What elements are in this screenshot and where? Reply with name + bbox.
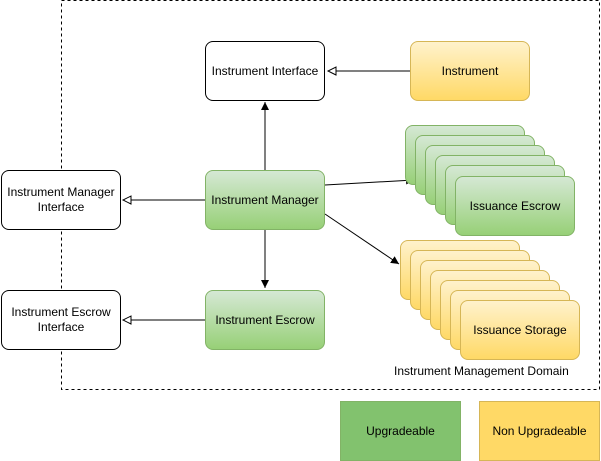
edge-manager-to-issuance-storage — [324, 213, 400, 265]
legend-upgradeable: Upgradeable — [340, 401, 461, 461]
legend-non-upgradeable: Non Upgradeable — [479, 401, 600, 461]
instrument-escrow-interface-node[interactable]: Instrument Escrow Interface — [1, 290, 121, 350]
domain-boundary — [61, 0, 600, 390]
issuance-storage-node[interactable]: Issuance Storage — [460, 300, 580, 360]
instrument-manager-interface-node[interactable]: Instrument Manager Interface — [1, 170, 121, 230]
instrument-node[interactable]: Instrument — [410, 41, 530, 101]
instrument-manager-node[interactable]: Instrument Manager — [205, 170, 325, 230]
instrument-label: Instrument — [441, 63, 499, 78]
issuance-escrow-label: Issuance Escrow — [469, 198, 561, 213]
instrument-escrow-interface-label: Instrument Escrow Interface — [11, 305, 111, 334]
instrument-escrow-node[interactable]: Instrument Escrow — [205, 290, 325, 350]
instrument-escrow-label: Instrument Escrow — [215, 312, 315, 327]
edge-manager-to-issuance-escrow — [324, 176, 415, 186]
legend-non-upgradeable-label: Non Upgradeable — [492, 424, 587, 438]
instrument-interface-node[interactable]: Instrument Interface — [205, 41, 325, 101]
instrument-manager-label: Instrument Manager — [211, 192, 319, 207]
instrument-manager-interface-label: Instrument Manager Interface — [7, 185, 115, 214]
issuance-storage-label: Issuance Storage — [473, 322, 567, 337]
legend-upgradeable-label: Upgradeable — [366, 424, 435, 438]
domain-label: Instrument Management Domain — [394, 364, 569, 378]
instrument-interface-label: Instrument Interface — [211, 63, 319, 78]
issuance-escrow-node[interactable]: Issuance Escrow — [455, 176, 575, 236]
